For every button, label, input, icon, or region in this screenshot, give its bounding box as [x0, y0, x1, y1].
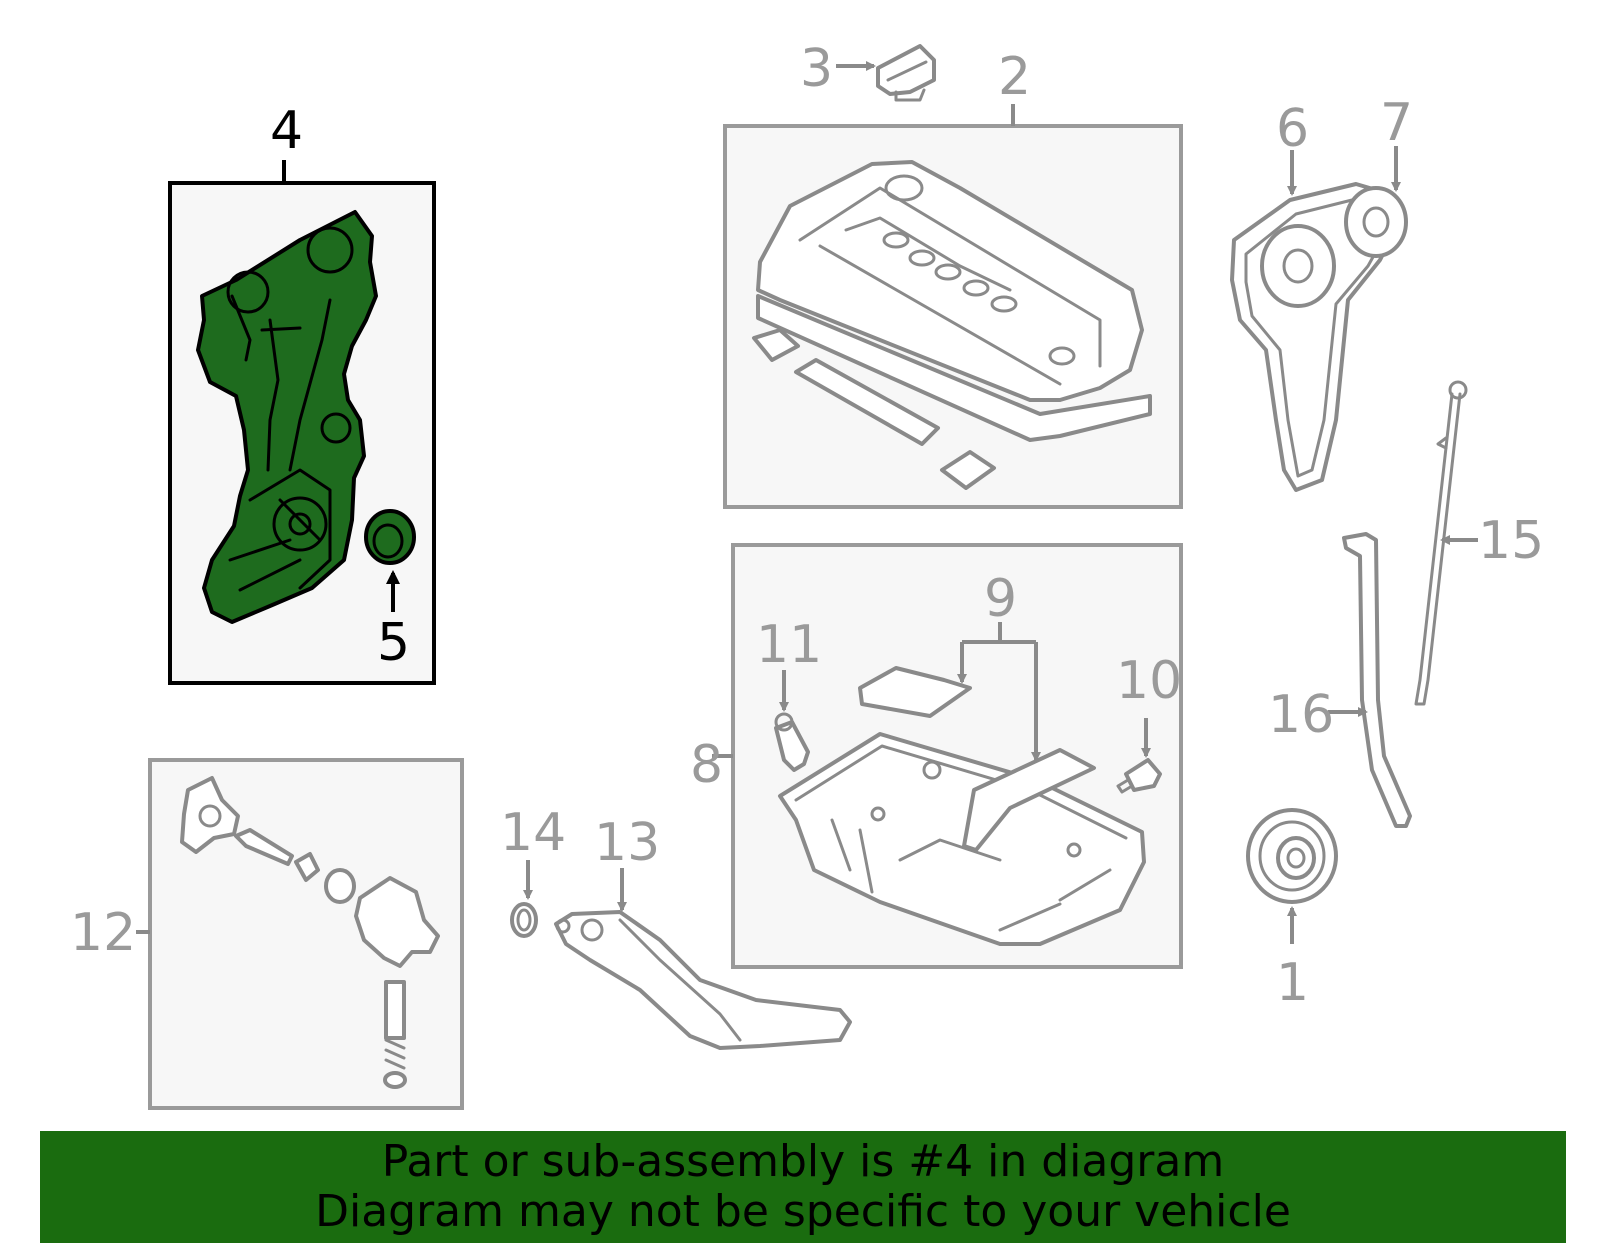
banner-line-2: Diagram may not be specific to your vehi… — [315, 1186, 1291, 1237]
oil-filler-cap[interactable] — [876, 44, 936, 102]
callout-5: 5 — [377, 613, 410, 673]
timing-cover-highlighted[interactable] — [196, 210, 378, 624]
tensioner-pulley[interactable] — [1344, 186, 1408, 258]
callout-13: 13 — [594, 813, 660, 873]
oil-strainer[interactable] — [554, 910, 852, 1050]
valve-cover[interactable] — [752, 160, 1152, 490]
o-ring[interactable] — [510, 902, 538, 938]
callout-7: 7 — [1380, 93, 1413, 153]
callout-4: 4 — [270, 101, 303, 161]
banner-line-1: Part or sub-assembly is #4 in diagram — [381, 1136, 1225, 1187]
callout-11: 11 — [756, 615, 822, 675]
timing-belt[interactable] — [1230, 182, 1402, 492]
seal-highlighted[interactable] — [364, 509, 416, 565]
callout-16: 16 — [1268, 685, 1334, 745]
info-banner: Part or sub-assembly is #4 in diagram Di… — [40, 1131, 1566, 1243]
dipstick-tube[interactable] — [1342, 532, 1412, 828]
callout-3: 3 — [800, 39, 833, 99]
oil-pump-assembly[interactable] — [180, 776, 440, 1089]
part-4-group[interactable] — [168, 160, 436, 685]
oil-pan-baffle[interactable] — [858, 666, 972, 718]
drain-plug[interactable] — [1116, 758, 1162, 794]
callout-12: 12 — [70, 903, 136, 963]
callout-6: 6 — [1276, 99, 1309, 159]
callout-15: 15 — [1478, 511, 1544, 571]
oil-pressure-switch[interactable] — [774, 712, 810, 772]
oil-dipstick[interactable] — [1414, 380, 1468, 706]
callout-14: 14 — [500, 803, 566, 863]
oil-pan-baffle-2[interactable] — [962, 748, 1096, 852]
callout-2: 2 — [998, 47, 1031, 107]
crankshaft-pulley[interactable] — [1246, 808, 1338, 904]
callout-9: 9 — [984, 569, 1017, 629]
callout-10: 10 — [1116, 651, 1182, 711]
callout-8: 8 — [690, 735, 723, 795]
callout-1: 1 — [1276, 953, 1309, 1013]
